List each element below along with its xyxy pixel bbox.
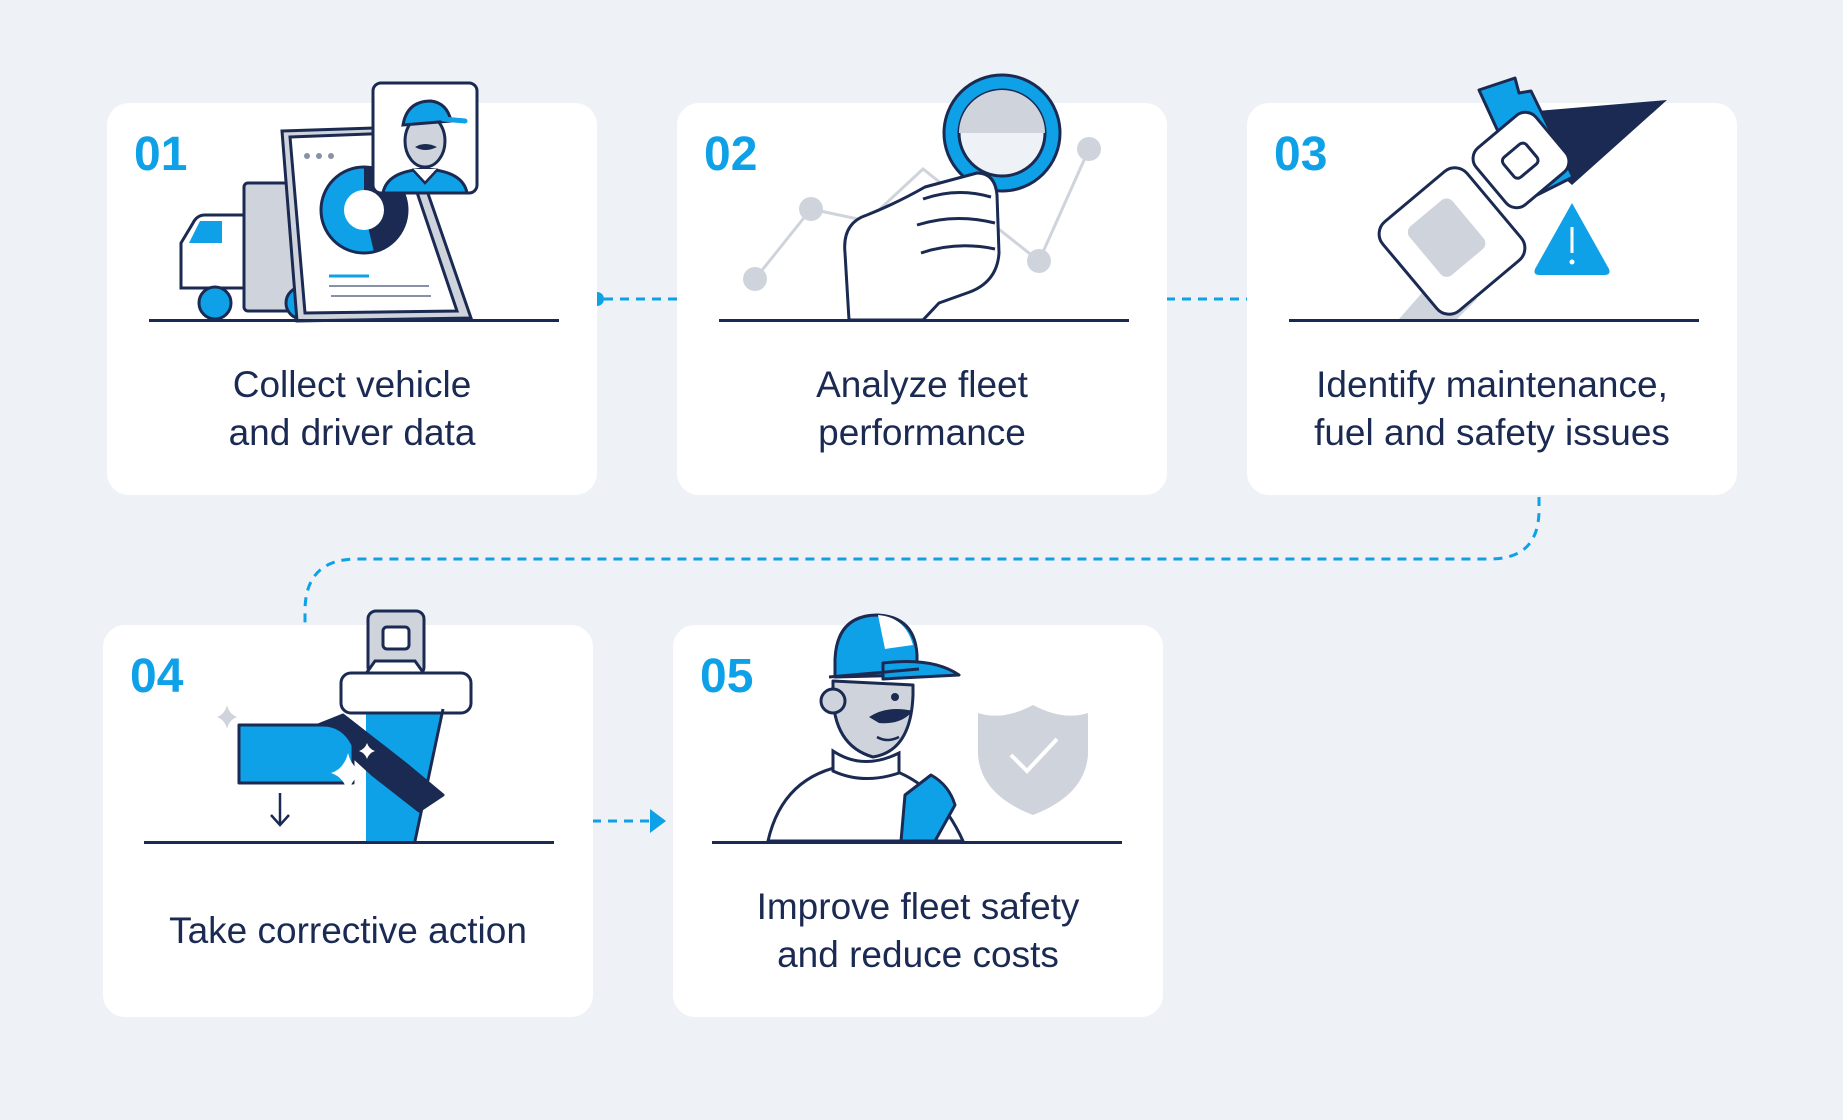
step-caption: Improve fleet safety and reduce costs [673,883,1163,979]
step-number: 05 [700,650,754,703]
step-05-baseline [712,841,1122,844]
step-caption: Take corrective action [103,907,593,955]
caption-line: and driver data [228,412,476,453]
driver-avatar-icon [371,81,479,195]
caption-line: Improve fleet safety [756,886,1080,927]
caption-line: fuel and safety issues [1314,412,1670,453]
line-graph-icon [743,137,1101,291]
warning-icon [1534,203,1610,275]
caption-line: Analyze fleet [816,364,1028,405]
step-number: 04 [130,650,184,703]
caption-line: Identify maintenance, [1316,364,1668,405]
connector-03-04 [303,497,1541,625]
step-card-04: 04 Take corrective action [103,609,593,1017]
step-02-illustration [743,73,1101,322]
step-caption: Identify maintenance, fuel and safety is… [1247,361,1737,457]
step-number: 02 [704,128,758,181]
step-05-illustration [766,613,1088,843]
shield-check-icon [978,705,1088,815]
seatbelt-icon [1377,76,1667,319]
step-card-02: 02 Analyze fleet performance [677,73,1167,495]
arrow-down-icon [270,793,290,827]
caption-line: Collect vehicle [232,364,472,405]
caption-line: performance [818,412,1026,453]
step-caption: Analyze fleet performance [677,361,1167,457]
step-number: 01 [134,128,188,181]
step-04-illustration [217,609,473,842]
step-02-baseline [719,319,1129,322]
step-03-illustration [1377,76,1667,319]
caption-line: Take corrective action [169,910,527,951]
sparkle-icon [217,705,375,793]
step-01-baseline [149,319,559,322]
step-caption: Collect vehicle and driver data [107,361,597,457]
driver-icon [766,613,965,843]
step-card-01: 01 Collect vehicle and driver data [107,81,597,495]
step-card-05: 05 Improve fleet safety and reduce costs [673,613,1163,1017]
step-card-03: 03 Identify maintenance, fuel and safety… [1247,76,1737,495]
caption-line: and reduce costs [777,934,1059,975]
magnifier-hand-icon [843,73,1062,322]
seatbelt-buckle-icon [237,609,473,842]
step-01-illustration [179,81,479,323]
step-03-baseline [1289,319,1699,322]
connector-arrowhead [650,809,666,833]
step-04-baseline [144,841,554,844]
step-number: 03 [1274,128,1328,181]
